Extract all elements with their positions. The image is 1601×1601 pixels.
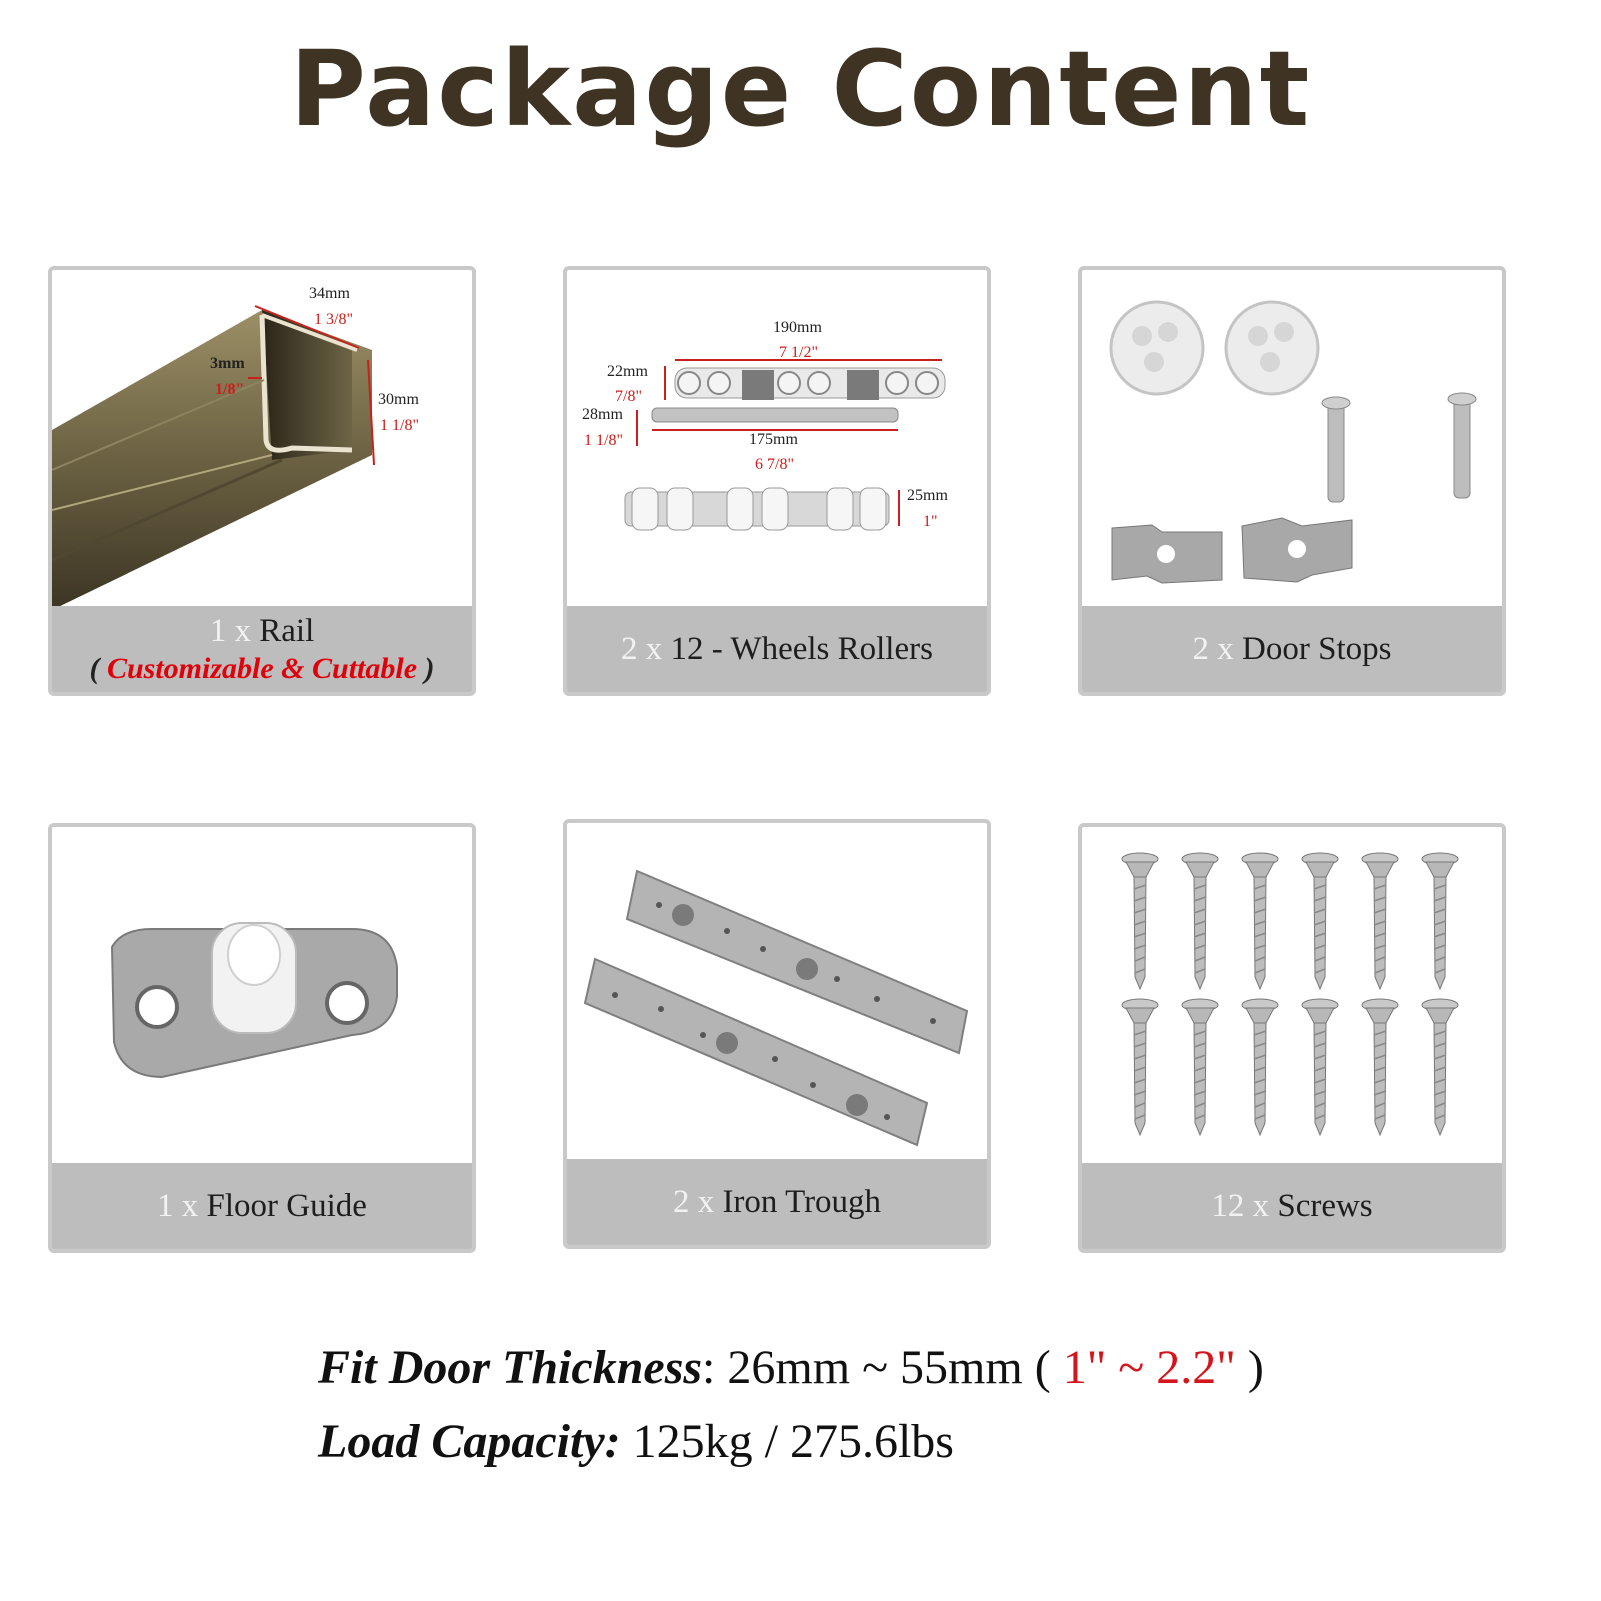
item-caption: 1 x Rail ( Customizable & Cuttable ): [52, 606, 472, 692]
page-title: Package Content: [289, 28, 1312, 150]
item-caption: 12 x Screws: [1082, 1163, 1502, 1249]
door-thickness-label: Fit Door Thickness: [318, 1341, 703, 1394]
item-name: Iron Trough: [722, 1183, 882, 1220]
load-capacity-label: Load Capacity:: [318, 1415, 621, 1468]
roller-h1-in: 7/8": [615, 388, 642, 405]
iron-trough-image: [583, 869, 969, 1147]
item-caption: 1 x Floor Guide: [52, 1163, 472, 1249]
item-name: Door Stops: [1242, 630, 1392, 667]
item-qty: 2 x: [672, 1183, 715, 1220]
screws-image: [1121, 852, 1459, 1136]
door-thickness-spec: Fit Door Thickness: 26mm ~ 55mm ( 1" ~ 2…: [318, 1341, 1264, 1394]
load-capacity-spec: Load Capacity: 125kg / 275.6lbs: [318, 1414, 954, 1469]
item-card-iron-trough: 2 x Iron Trough: [563, 819, 991, 1249]
door-thickness-mm: 26mm ~ 55mm (: [727, 1341, 1051, 1394]
rail-width-in: 1 3/8": [314, 311, 353, 328]
roller-length-in: 7 1/2": [779, 344, 818, 361]
door-stops-image: [1109, 300, 1477, 584]
item-caption: 2 x 12 - Wheels Rollers: [567, 606, 987, 692]
item-caption: 2 x Iron Trough: [567, 1159, 987, 1245]
item-name: Floor Guide: [206, 1187, 367, 1224]
item-card-rail: 34mm 1 3/8" 3mm 1/8" 30mm 1 1/8" 1 x Rai…: [48, 266, 476, 696]
rail-thick-in: 1/8": [215, 381, 244, 398]
item-name: Screws: [1277, 1187, 1373, 1224]
item-name: Rail: [259, 612, 315, 649]
door-thickness-in: 1" ~ 2.2": [1062, 1341, 1236, 1394]
roller-base-mm: 175mm: [749, 431, 798, 448]
rail-thick-mm: 3mm: [210, 355, 245, 372]
roller-length-mm: 190mm: [773, 319, 822, 336]
item-qty: 2 x: [621, 630, 663, 667]
item-card-floor-guide: 1 x Floor Guide: [48, 823, 476, 1253]
item-qty: 1 x: [157, 1187, 199, 1224]
customizable-note: Customizable & Cuttable: [106, 651, 418, 685]
rail-image: 34mm 1 3/8" 3mm 1/8" 30mm 1 1/8": [52, 285, 419, 610]
item-card-door-stops: 2 x Door Stops: [1078, 266, 1506, 696]
rail-height-mm: 30mm: [378, 391, 419, 408]
roller-h2-mm: 28mm: [582, 406, 623, 423]
item-qty: 1 x: [209, 612, 251, 649]
roller-h1-mm: 22mm: [607, 363, 648, 380]
rollers-image: 190mm 7 1/2" 22mm 7/8" 28mm 1 1/8" 175mm…: [582, 319, 948, 531]
roller-h2-in: 1 1/8": [584, 432, 623, 449]
floor-guide-image: [110, 922, 398, 1079]
roller-width-mm: 25mm: [907, 487, 948, 504]
roller-width-in: 1": [923, 513, 938, 530]
item-card-rollers: 190mm 7 1/2" 22mm 7/8" 28mm 1 1/8" 175mm…: [563, 266, 991, 696]
roller-base-in: 6 7/8": [755, 456, 794, 473]
item-caption: 2 x Door Stops: [1082, 606, 1502, 692]
item-name: 12 - Wheels Rollers: [670, 630, 933, 667]
load-capacity-value: 125kg / 275.6lbs: [632, 1415, 954, 1468]
item-card-screws: 12 x Screws: [1078, 823, 1506, 1253]
item-qty: 2 x: [1192, 630, 1234, 667]
rail-height-in: 1 1/8": [380, 417, 419, 434]
item-qty: 12 x: [1211, 1187, 1270, 1224]
item-note: ( Customizable & Cuttable ): [89, 651, 435, 685]
rail-width-mm: 34mm: [309, 285, 350, 302]
